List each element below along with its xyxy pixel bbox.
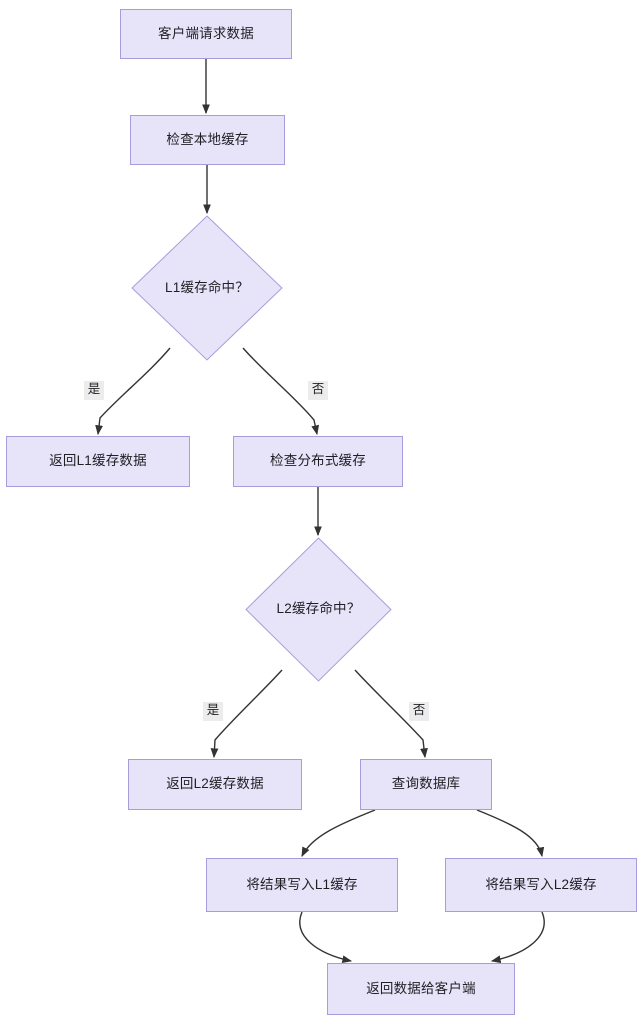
node-label: 检查分布式缓存 xyxy=(270,453,366,469)
edge-label-l1-no: 否 xyxy=(308,381,328,400)
edge-path-group xyxy=(95,59,545,964)
edge-label-l1-yes: 是 xyxy=(84,381,104,400)
edge-label-l2-yes: 是 xyxy=(203,702,223,721)
node-label: 客户端请求数据 xyxy=(158,25,254,41)
node-label: 将结果写入L1缓存 xyxy=(246,876,358,892)
node-decision-l2-hit[interactable]: L2缓存命中？ xyxy=(245,537,392,682)
node-label: L2缓存命中？ xyxy=(276,601,361,617)
node-label: L1缓存命中？ xyxy=(165,279,249,295)
node-return-l1-data[interactable]: 返回L1缓存数据 xyxy=(6,436,190,487)
edge-n10-to-n11 xyxy=(490,911,545,964)
node-return-data-to-client[interactable]: 返回数据给客户端 xyxy=(327,963,515,1015)
edge-n8-to-n9 xyxy=(301,809,376,858)
node-label: 将结果写入L2缓存 xyxy=(485,876,597,892)
edge-n8-to-n10 xyxy=(476,809,545,858)
node-label: 查询数据库 xyxy=(391,776,461,792)
node-label: 返回数据给客户端 xyxy=(366,980,476,996)
node-write-l1-cache[interactable]: 将结果写入L1缓存 xyxy=(206,858,398,912)
node-label: 返回L2缓存数据 xyxy=(166,776,264,792)
node-label: 返回L1缓存数据 xyxy=(49,453,147,469)
edge-label-l2-no: 否 xyxy=(409,702,429,721)
node-check-distributed-cache[interactable]: 检查分布式缓存 xyxy=(233,436,403,487)
node-decision-l1-hit[interactable]: L1缓存命中？ xyxy=(131,215,283,361)
node-check-local-cache[interactable]: 检查本地缓存 xyxy=(130,115,285,165)
node-client-request[interactable]: 客户端请求数据 xyxy=(120,9,292,59)
diamond-shape xyxy=(245,537,392,682)
edge-n6-to-n7 xyxy=(210,669,283,759)
edge-n9-to-n11 xyxy=(299,911,353,964)
node-query-database[interactable]: 查询数据库 xyxy=(360,759,492,810)
node-label: 检查本地缓存 xyxy=(166,131,249,147)
node-write-l2-cache[interactable]: 将结果写入L2缓存 xyxy=(445,858,637,912)
diamond-shape xyxy=(131,215,283,361)
node-return-l2-data[interactable]: 返回L2缓存数据 xyxy=(128,759,302,810)
